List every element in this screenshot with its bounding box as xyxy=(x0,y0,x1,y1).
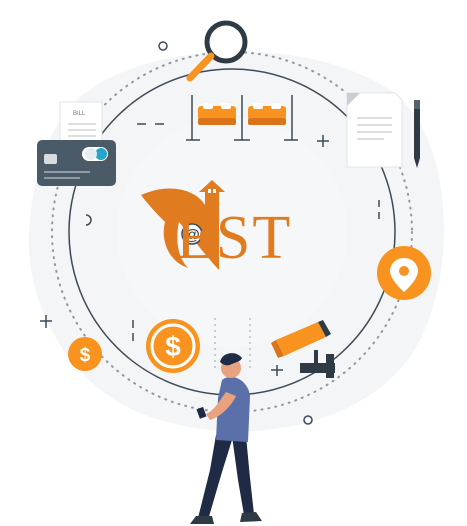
search-icon xyxy=(186,20,248,82)
brand-logo-mark: @ xyxy=(141,180,225,270)
decorative-marks xyxy=(40,41,380,425)
security-camera-icon xyxy=(271,320,335,378)
brand-logo-text: EST xyxy=(176,204,293,272)
location-pin-icon xyxy=(377,246,431,300)
credit-card-icon xyxy=(37,140,116,186)
bed-icon xyxy=(186,95,298,141)
pen-icon xyxy=(414,100,420,168)
logo-at-symbol: @ xyxy=(184,227,200,244)
person-with-phone-icon xyxy=(190,353,262,524)
dollar-coin-icon: $ xyxy=(146,319,200,373)
bill-label: BILL xyxy=(73,111,86,117)
inner-circle xyxy=(117,117,347,347)
document-icon xyxy=(346,92,403,168)
coin-symbol-small: $ xyxy=(80,345,91,366)
coin-symbol-large: $ xyxy=(165,331,181,362)
dollar-coin-small-icon: $ xyxy=(68,337,102,371)
